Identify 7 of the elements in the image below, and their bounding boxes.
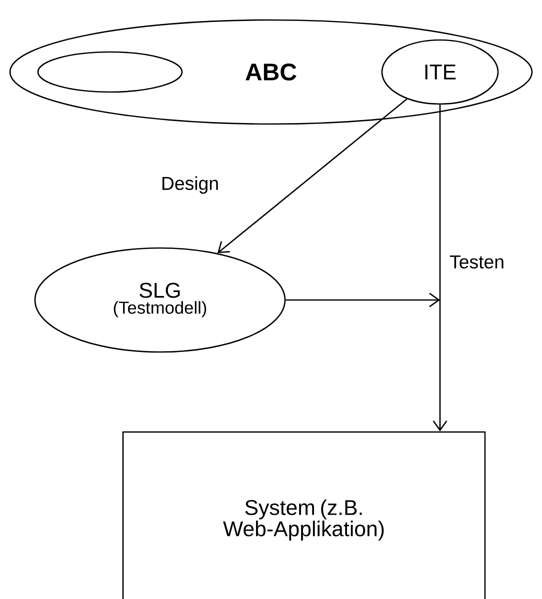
edge-label: Design (160, 174, 220, 196)
system-box: System (z.B. Web-Applikation) (122, 431, 486, 599)
arrow (218, 98, 408, 254)
arrow (432, 104, 448, 432)
edge-label: Testen (448, 254, 506, 270)
arrow (286, 292, 440, 308)
ellipse (37, 51, 183, 93)
